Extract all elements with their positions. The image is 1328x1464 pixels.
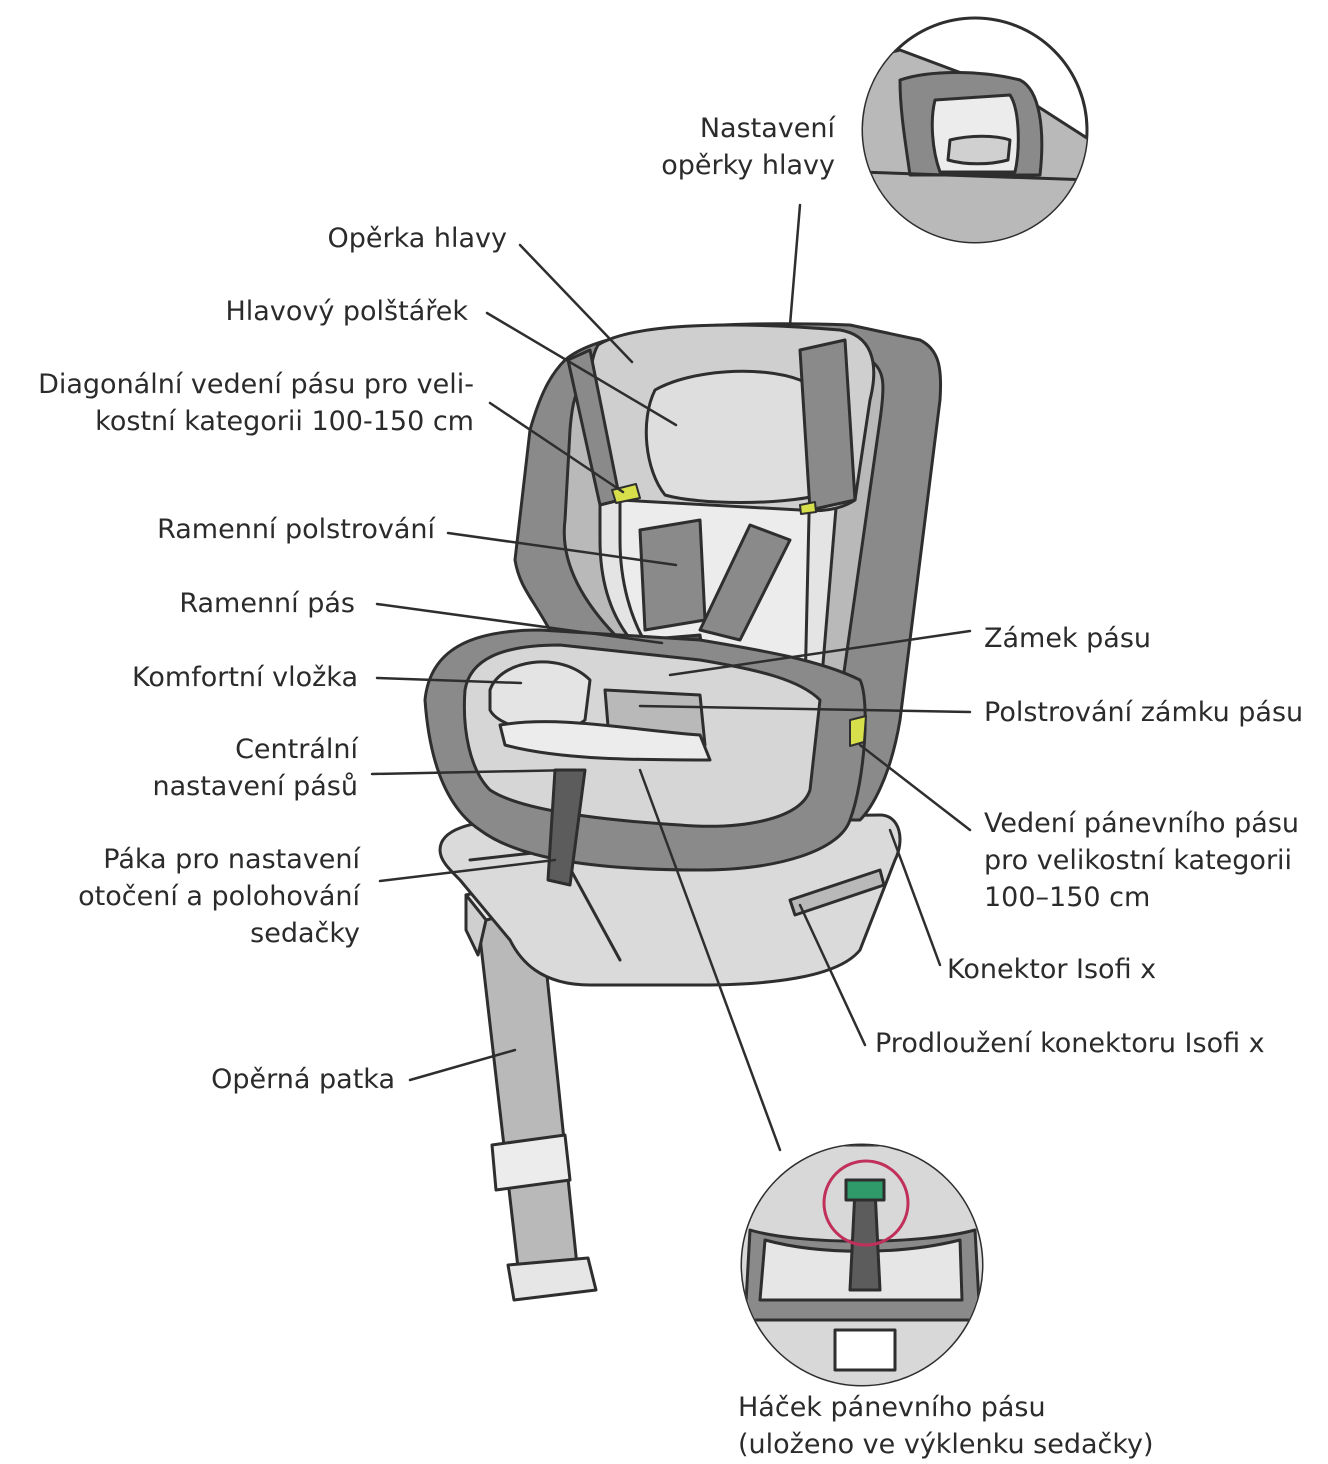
leader-lines [370, 203, 972, 1152]
label-line: kostní kategorii 100-150 cm [95, 406, 474, 437]
label-lap-belt-hook: Háček pánevního pásu (uloženo ve výklenk… [738, 1389, 1188, 1463]
label-line: Ramenní polstrování [157, 514, 435, 545]
label-line: Polstrování zámku pásu [984, 697, 1304, 728]
label-comfort-insert: Komfortní vložka [80, 659, 358, 696]
label-line: Konektor Isofi x [947, 954, 1157, 985]
headrest [566, 323, 876, 515]
seat-cushion [423, 628, 867, 887]
label-line: otočení a polohování [78, 881, 360, 912]
label-shoulder-padding: Ramenní polstrování [100, 511, 435, 548]
label-line: Komfortní vložka [132, 662, 358, 693]
label-lap-belt-guide: Vedení pánevního pásu pro velikostní kat… [984, 805, 1324, 916]
label-line: Opěrná patka [211, 1064, 395, 1095]
label-line: Zámek pásu [984, 623, 1152, 654]
label-line: Háček pánevního pásu [738, 1392, 1046, 1423]
label-headrest: Opěrka hlavy [230, 220, 507, 257]
label-line: Nastavení [699, 113, 835, 144]
label-support-leg: Opěrná patka [150, 1061, 395, 1098]
label-head-pillow: Hlavový polštářek [150, 293, 469, 330]
headrest-adjust-inset [861, 16, 1089, 244]
label-line: pro velikostní kategorii [984, 845, 1293, 876]
label-shoulder-belt: Ramenní pás [120, 585, 355, 622]
label-central-belt-adjustment: Centrální nastavení pásů [100, 731, 358, 805]
label-line: Centrální [235, 734, 358, 765]
label-diagonal-belt-guide: Diagonální vedení pásu pro veli- kostní … [4, 366, 474, 440]
label-line: Páka pro nastavení [103, 844, 360, 875]
label-line: Ramenní pás [179, 588, 355, 619]
label-line: Vedení pánevního pásu [984, 808, 1300, 839]
label-line: 100–150 cm [984, 882, 1151, 913]
label-line: Prodloužení konektoru Isofi x [875, 1028, 1265, 1059]
label-line: (uloženo ve výklenku sedačky) [738, 1429, 1154, 1460]
label-isofix-extension: Prodloužení konektoru Isofi x [875, 1025, 1315, 1062]
label-line: Diagonální vedení pásu pro veli- [38, 369, 474, 400]
lap-belt-hook-inset [740, 1143, 984, 1387]
label-line: Opěrka hlavy [327, 223, 507, 254]
label-line: sedačky [250, 918, 360, 949]
label-line: nastavení pásů [152, 771, 358, 802]
label-line: Hlavový polštářek [225, 296, 469, 327]
label-buckle: Zámek pásu [984, 620, 1234, 657]
label-line: opěrky hlavy [661, 150, 835, 181]
label-isofix-connector: Konektor Isofi x [947, 951, 1227, 988]
label-headrest-adjustment: Nastavení opěrky hlavy [600, 110, 835, 184]
label-buckle-padding: Polstrování zámku pásu [984, 694, 1324, 731]
label-rotation-lever: Páka pro nastavení otočení a polohování … [40, 841, 360, 952]
